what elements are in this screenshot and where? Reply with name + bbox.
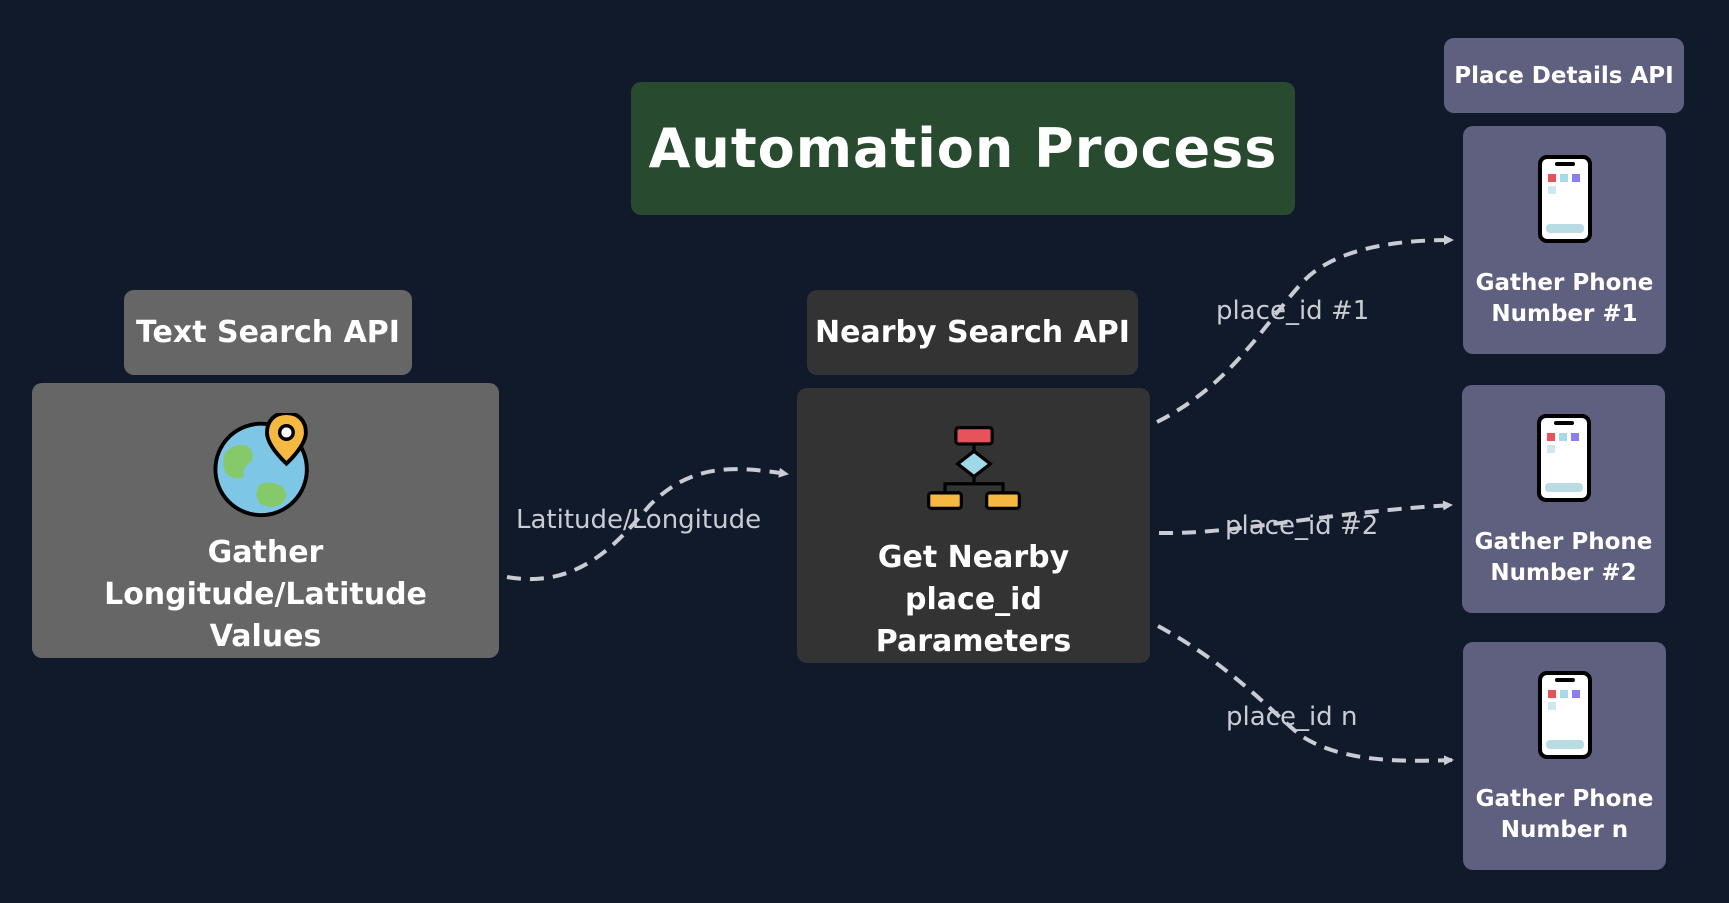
connector-place-id-2 bbox=[1158, 500, 1453, 536]
gather-phone-card-2: Gather Phone Number #2 bbox=[1462, 385, 1665, 613]
gather-phone-card-n: Gather Phone Number n bbox=[1463, 642, 1666, 870]
nearby-search-api-label: Nearby Search API bbox=[807, 290, 1138, 375]
title-banner: Automation Process bbox=[631, 82, 1295, 215]
connector-place-id-n bbox=[1157, 624, 1454, 766]
gather-phone-text-2: Gather Phone Number #2 bbox=[1474, 529, 1653, 586]
diagram-title: Automation Process bbox=[648, 117, 1278, 180]
smartphone-icon bbox=[1537, 155, 1592, 243]
flowchart-icon bbox=[926, 426, 1021, 510]
gather-phone-text-n: Gather Phone Number n bbox=[1475, 786, 1654, 843]
gather-coordinates-text: Gather Longitude/Latitude Values bbox=[104, 535, 427, 654]
nearby-place-id-text: Get Nearby place_id Parameters bbox=[875, 540, 1072, 659]
globe-location-pin-icon bbox=[212, 413, 309, 518]
smartphone-icon bbox=[1536, 414, 1591, 502]
text-search-api-label: Text Search API bbox=[124, 290, 412, 375]
gather-phone-text-1: Gather Phone Number #1 bbox=[1475, 270, 1654, 327]
gather-phone-card-1: Gather Phone Number #1 bbox=[1463, 126, 1666, 354]
smartphone-icon bbox=[1537, 671, 1592, 759]
connector-lat-lon bbox=[506, 467, 789, 581]
connector-place-id-1 bbox=[1156, 235, 1454, 424]
place-details-api-label: Place Details API bbox=[1444, 38, 1684, 113]
nearby-place-id-card: Get Nearby place_id Parameters bbox=[797, 388, 1150, 663]
gather-coordinates-card: Gather Longitude/Latitude Values bbox=[32, 383, 499, 658]
edge-label-place-id-2: place_id #2 bbox=[1225, 511, 1379, 541]
edge-label-place-id-n: place_id n bbox=[1226, 702, 1358, 732]
edge-label-lat-lon: Latitude/Longitude bbox=[516, 505, 762, 535]
edge-label-place-id-1: place_id #1 bbox=[1216, 296, 1370, 326]
